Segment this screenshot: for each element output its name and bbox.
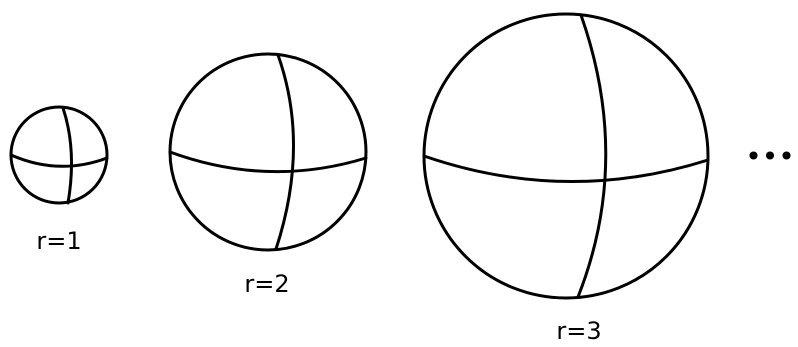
sphere-r3-label: r=3 — [556, 317, 601, 345]
sphere-r1: r=1 — [11, 107, 107, 255]
sphere-r3-equator — [424, 156, 708, 182]
sphere-r1-outline — [11, 107, 107, 203]
sphere-r1-label: r=1 — [36, 227, 81, 255]
sphere-r2: r=2 — [170, 54, 366, 298]
sphere-r2-equator — [170, 152, 366, 172]
sphere-r3-meridian — [578, 15, 606, 297]
sphere-r2-label: r=2 — [244, 270, 289, 298]
sphere-r3-outline — [424, 14, 708, 298]
continuation-ellipsis: ••• — [745, 140, 795, 173]
sphere-r1-meridian — [63, 108, 72, 203]
sphere-r2-outline — [170, 54, 366, 250]
sphere-r1-equator — [11, 155, 107, 166]
sphere-r2-meridian — [276, 55, 294, 249]
sphere-r3: r=3 — [424, 14, 708, 345]
